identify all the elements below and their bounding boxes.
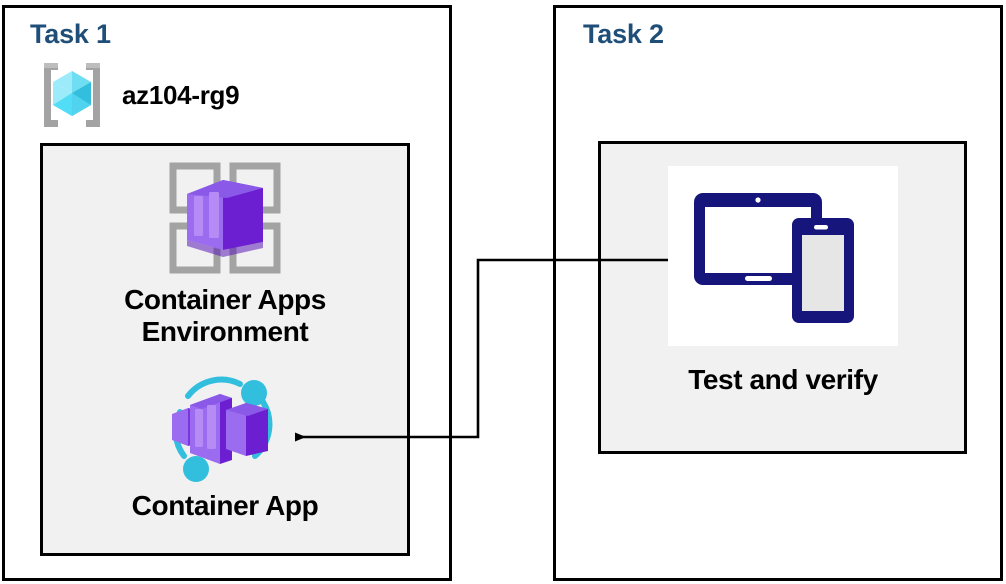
- container-apps-environment-label: Container Apps Environment: [124, 284, 326, 347]
- resource-test-and-verify: Test and verify: [613, 166, 953, 396]
- resource-container-app: Container App: [55, 372, 395, 522]
- resource-group-header: az104-rg9: [36, 59, 336, 131]
- resource-container-apps-environment: Container Apps Environment: [55, 158, 395, 348]
- container-app-icon: [172, 376, 273, 482]
- test-and-verify-label: Test and verify: [688, 364, 878, 395]
- container-app-node-dot: [241, 380, 267, 406]
- test-and-verify-art-tile: [668, 166, 898, 346]
- test-and-verify-devices-icon: [694, 193, 854, 323]
- task-2-title: Task 2: [583, 19, 664, 49]
- azure-resource-group-icon: [44, 63, 100, 127]
- container-app-node-dot: [183, 456, 209, 482]
- resource-group-label: az104-rg9: [122, 79, 240, 110]
- task-1-title: Task 1: [30, 19, 111, 49]
- container-apps-environment-icon: [169, 162, 281, 274]
- container-app-label: Container App: [131, 490, 319, 521]
